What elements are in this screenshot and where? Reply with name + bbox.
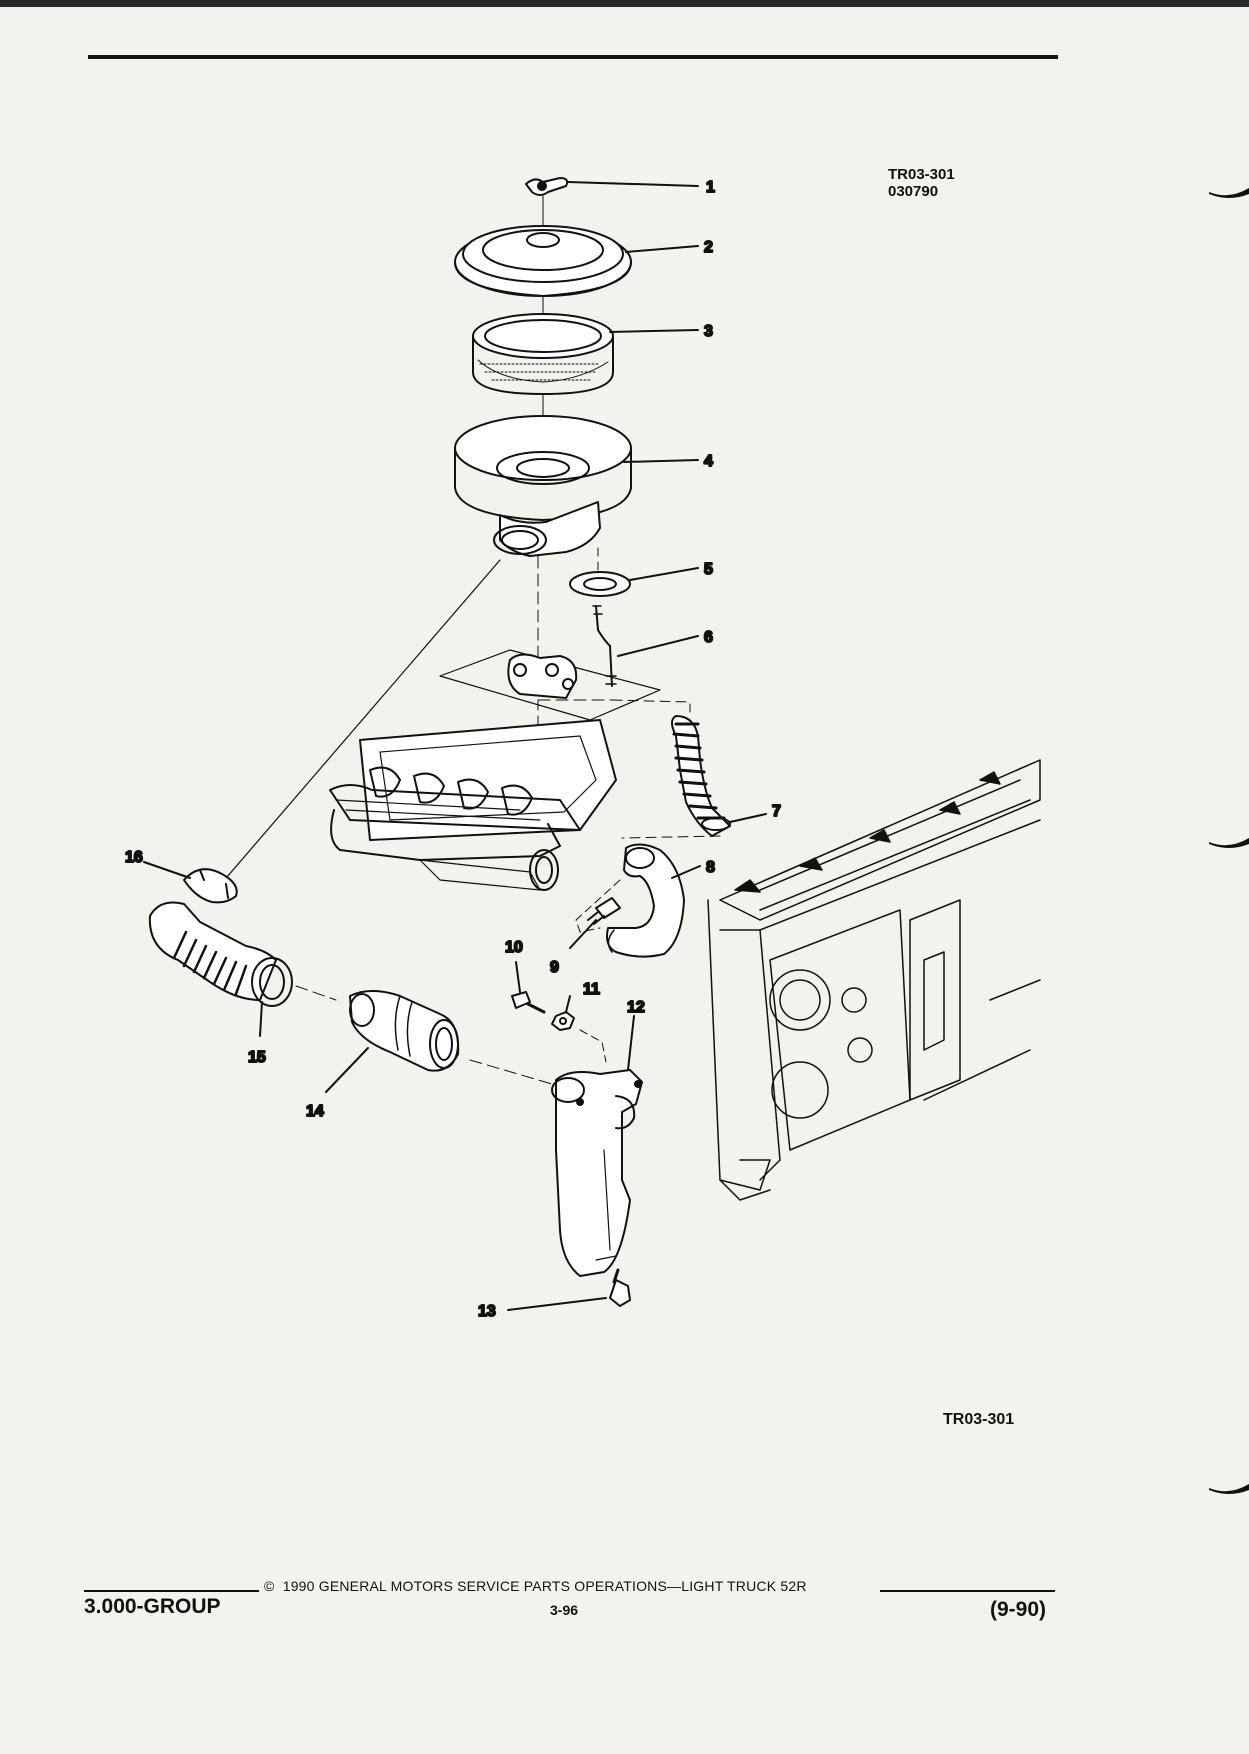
screw-9-part: [569, 897, 621, 949]
air-cleaner-cover-part: [454, 225, 699, 297]
group-label: 3.000-GROUP: [84, 1595, 221, 1618]
binder-mark-middle: [1209, 838, 1249, 848]
filter-element-part: [472, 313, 699, 395]
nut-11-part: [551, 995, 575, 1031]
callout-3: 3: [704, 323, 713, 340]
callout-16: 16: [125, 849, 143, 866]
figure-id: TR03-301: [888, 166, 955, 183]
screw-10-part: [511, 961, 546, 1014]
page-number: 3-96: [550, 1602, 579, 1618]
callout-13: 13: [478, 1303, 496, 1320]
resonator-part: [551, 1015, 643, 1277]
callout-9: 9: [550, 959, 559, 976]
callout-2: 2: [704, 239, 713, 256]
copyright-text: 1990 GENERAL MOTORS SERVICE PARTS OPERAT…: [282, 1578, 807, 1594]
figure-id-bottom: TR03-301: [943, 1411, 1015, 1428]
air-cleaner-housing-part: [454, 415, 699, 557]
engine-block-part: [329, 649, 661, 891]
callout-6: 6: [704, 629, 713, 646]
stud-part: [592, 605, 699, 687]
footer-copyright: © 1990 GENERAL MOTORS SERVICE PARTS OPER…: [264, 1578, 807, 1594]
callout-15: 15: [248, 1049, 266, 1066]
callout-4: 4: [704, 453, 713, 470]
gasket-part: [569, 567, 699, 597]
coupler-part: [325, 990, 460, 1093]
clamp-part: [143, 861, 238, 904]
callout-1: 1: [706, 179, 715, 196]
corrugated-hose-part: [671, 715, 767, 837]
radiator-support-part: [707, 759, 1041, 1201]
figure-code-block: TR03-301 030790: [888, 166, 955, 200]
header-rule: [88, 55, 1058, 59]
figure-date: 030790: [888, 183, 939, 200]
callout-7: 7: [772, 803, 781, 820]
copyright-symbol: ©: [264, 1578, 275, 1594]
callout-5: 5: [704, 561, 713, 578]
revision-date: (9-90): [990, 1598, 1047, 1621]
callout-14: 14: [306, 1103, 324, 1120]
binder-mark-top: [1209, 188, 1249, 198]
page-top-edge: [0, 0, 1249, 7]
binder-mark-bottom: [1209, 1484, 1249, 1494]
intake-hose-part: [148, 901, 293, 1037]
callout-12: 12: [627, 999, 645, 1016]
bolt-13-part: [507, 1268, 631, 1311]
wing-nut-part: [525, 177, 699, 196]
callout-11: 11: [583, 981, 600, 998]
footer-rule-left: [84, 1590, 259, 1592]
footer-rule-right: [880, 1590, 1055, 1592]
elbow-duct-part: [606, 843, 701, 958]
callout-8: 8: [706, 859, 715, 876]
callout-10: 10: [505, 939, 523, 956]
